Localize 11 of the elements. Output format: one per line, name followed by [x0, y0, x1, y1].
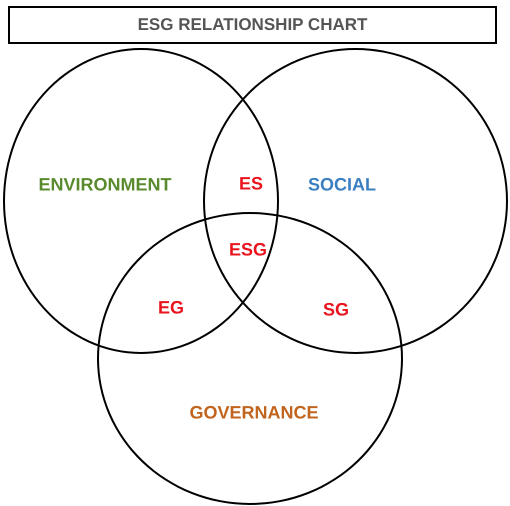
circle-label: GOVERNANCE [190, 402, 318, 424]
title-banner: ESG RELATIONSHIP CHART [8, 6, 497, 44]
overlap-label: SG [323, 300, 349, 320]
circle-label: ENVIRONMENT [38, 174, 172, 196]
overlap-label: ESG [229, 240, 267, 260]
overlap-label: ES [239, 174, 263, 194]
venn-circle [203, 48, 508, 354]
overlap-label: EG [158, 298, 184, 318]
circle-label: SOCIAL [308, 174, 376, 196]
venn-circle [97, 212, 403, 505]
venn-circle [3, 48, 279, 354]
